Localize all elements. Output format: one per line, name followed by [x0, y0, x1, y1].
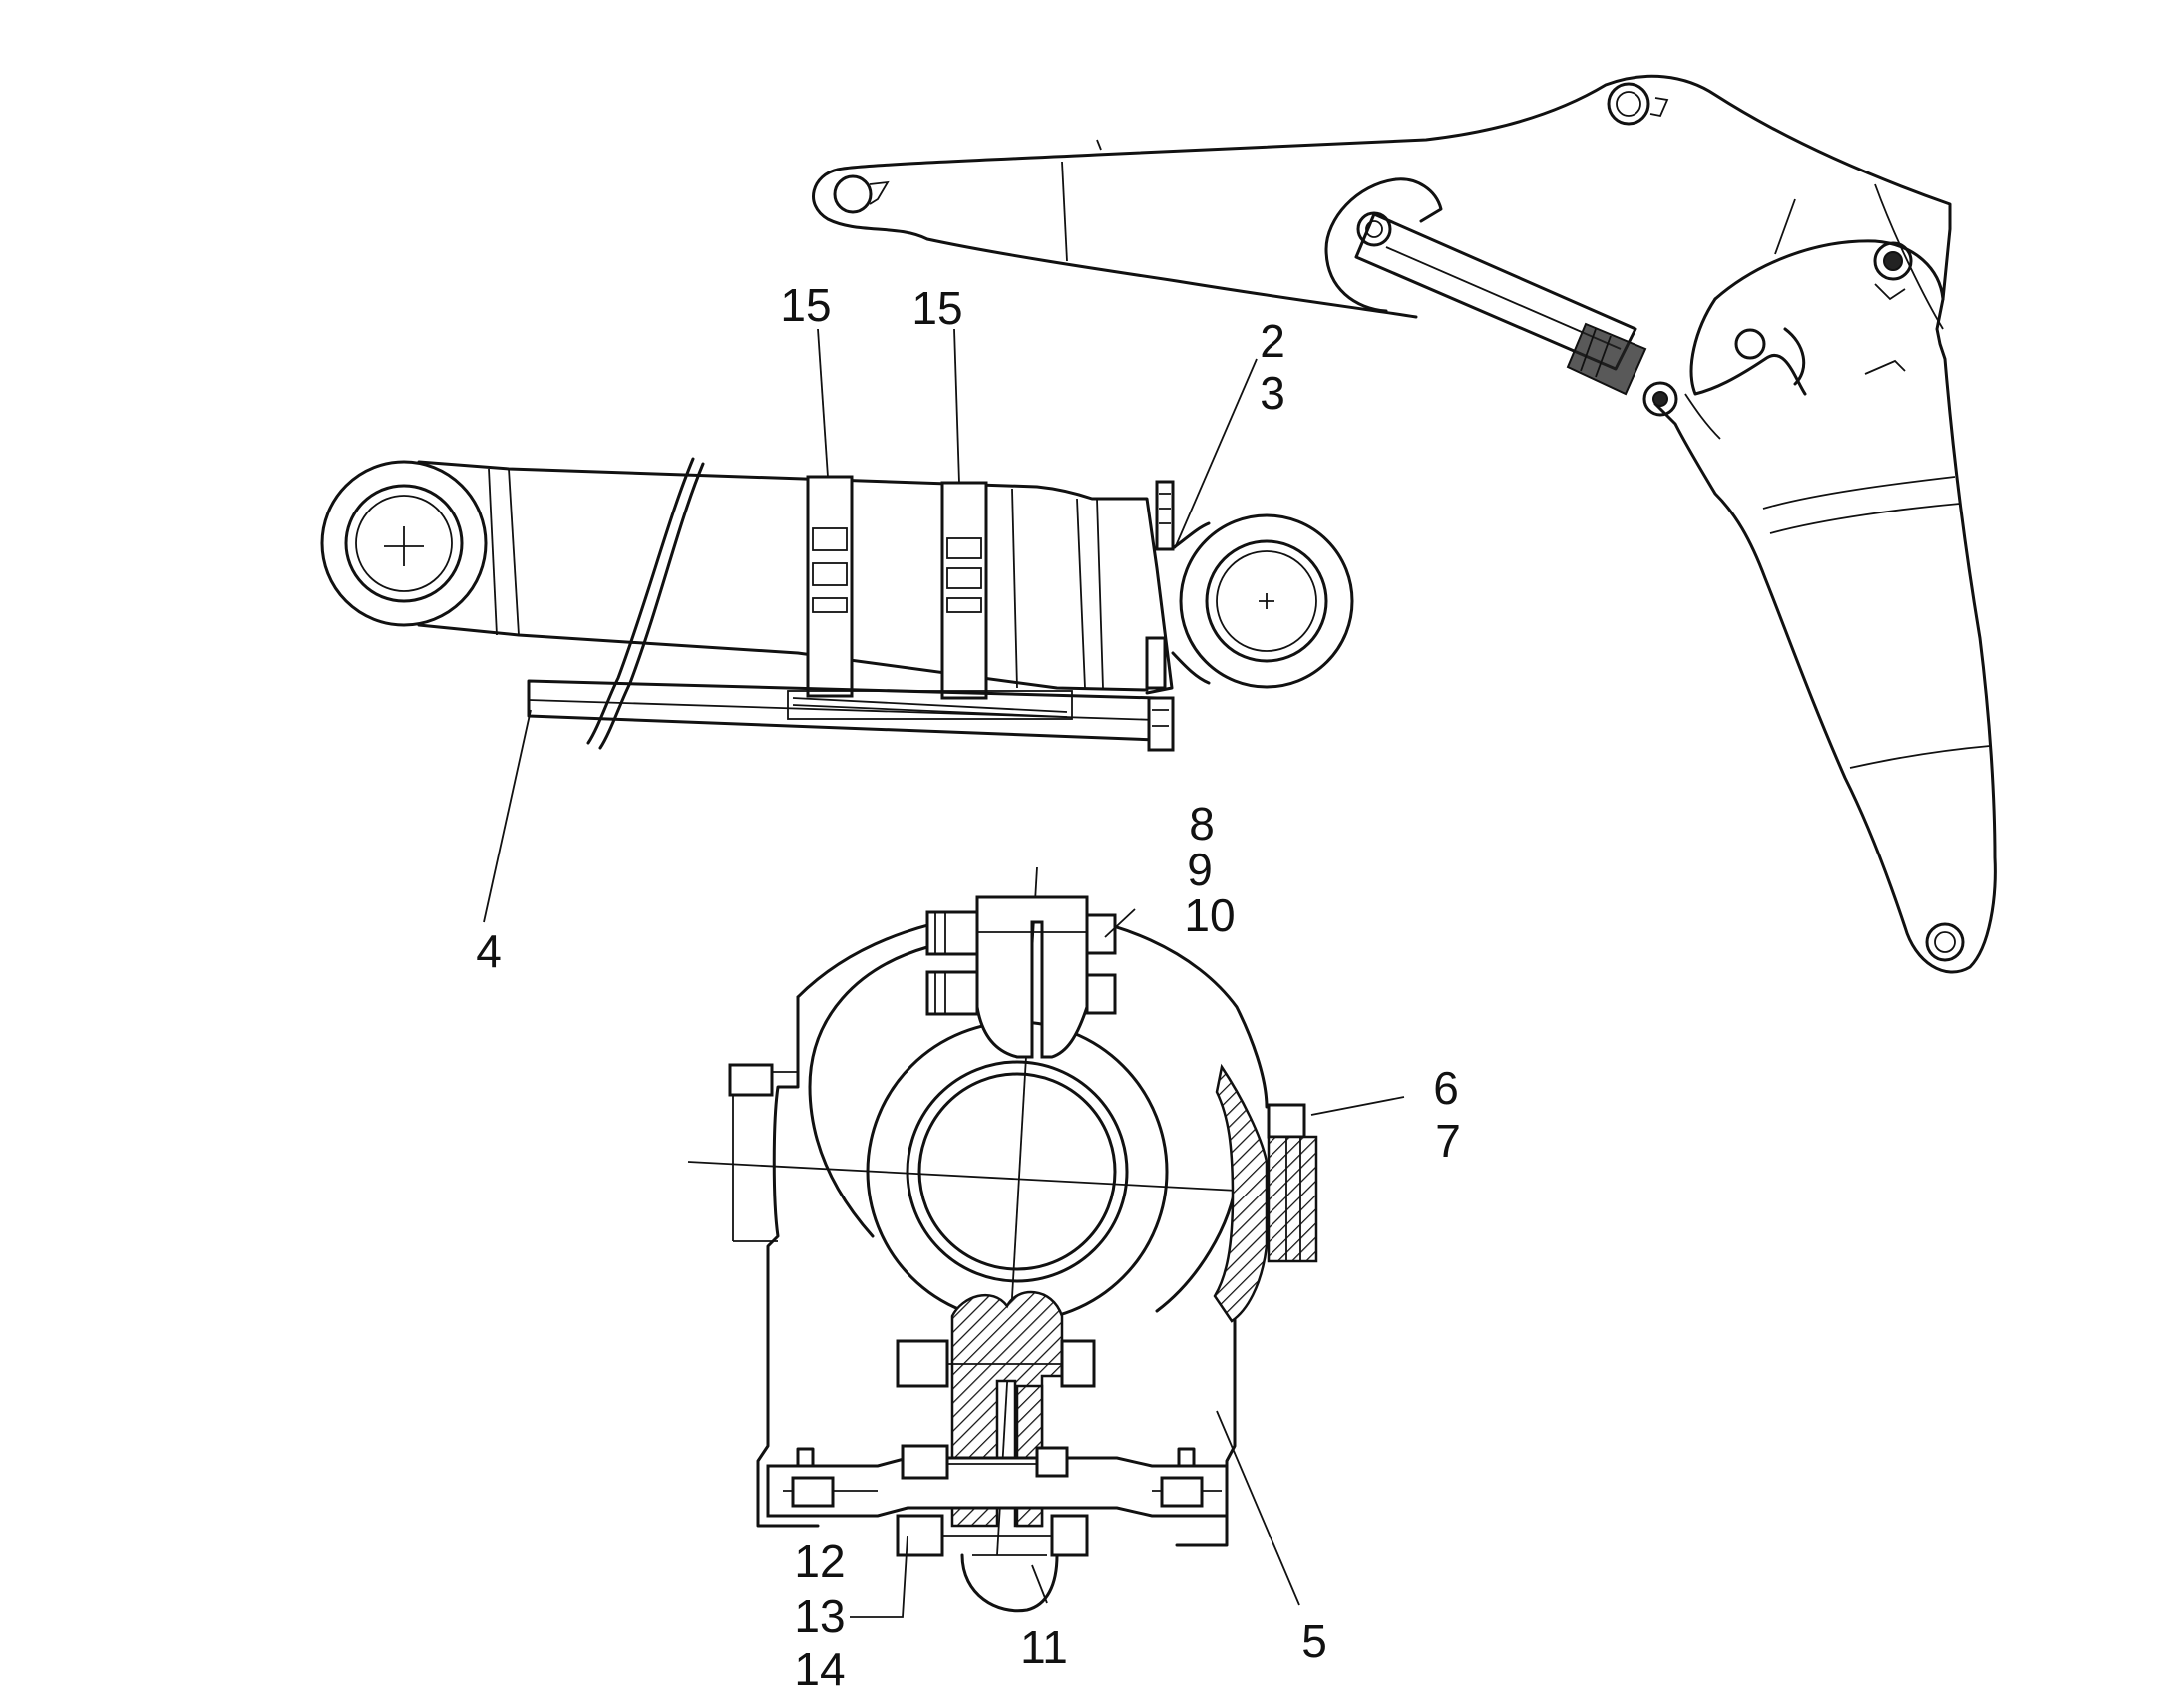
callout-7: 7 [1435, 1115, 1461, 1167]
callout-12: 12 [794, 1536, 845, 1587]
callouts: 15 15 2 3 4 8 9 10 6 7 12 13 14 11 5 [476, 279, 1461, 1695]
callout-10: 10 [1184, 889, 1235, 941]
callout-3: 3 [1260, 367, 1285, 419]
callout-9: 9 [1187, 844, 1213, 895]
leader-lines [483, 328, 1405, 1618]
callout-8: 8 [1189, 798, 1215, 850]
callout-15-left: 15 [780, 279, 831, 331]
callout-2: 2 [1260, 315, 1285, 367]
callout-6: 6 [1433, 1062, 1459, 1114]
callout-4: 4 [476, 925, 502, 977]
boom-arm-view [812, 74, 1997, 974]
clamp-section-view [687, 866, 1318, 1613]
callout-15-right: 15 [911, 282, 962, 334]
cylinder-side-view [320, 457, 1354, 752]
callout-14: 14 [794, 1643, 845, 1695]
callout-11: 11 [1020, 1621, 1068, 1673]
callout-5: 5 [1301, 1615, 1327, 1667]
callout-13: 13 [794, 1590, 845, 1642]
